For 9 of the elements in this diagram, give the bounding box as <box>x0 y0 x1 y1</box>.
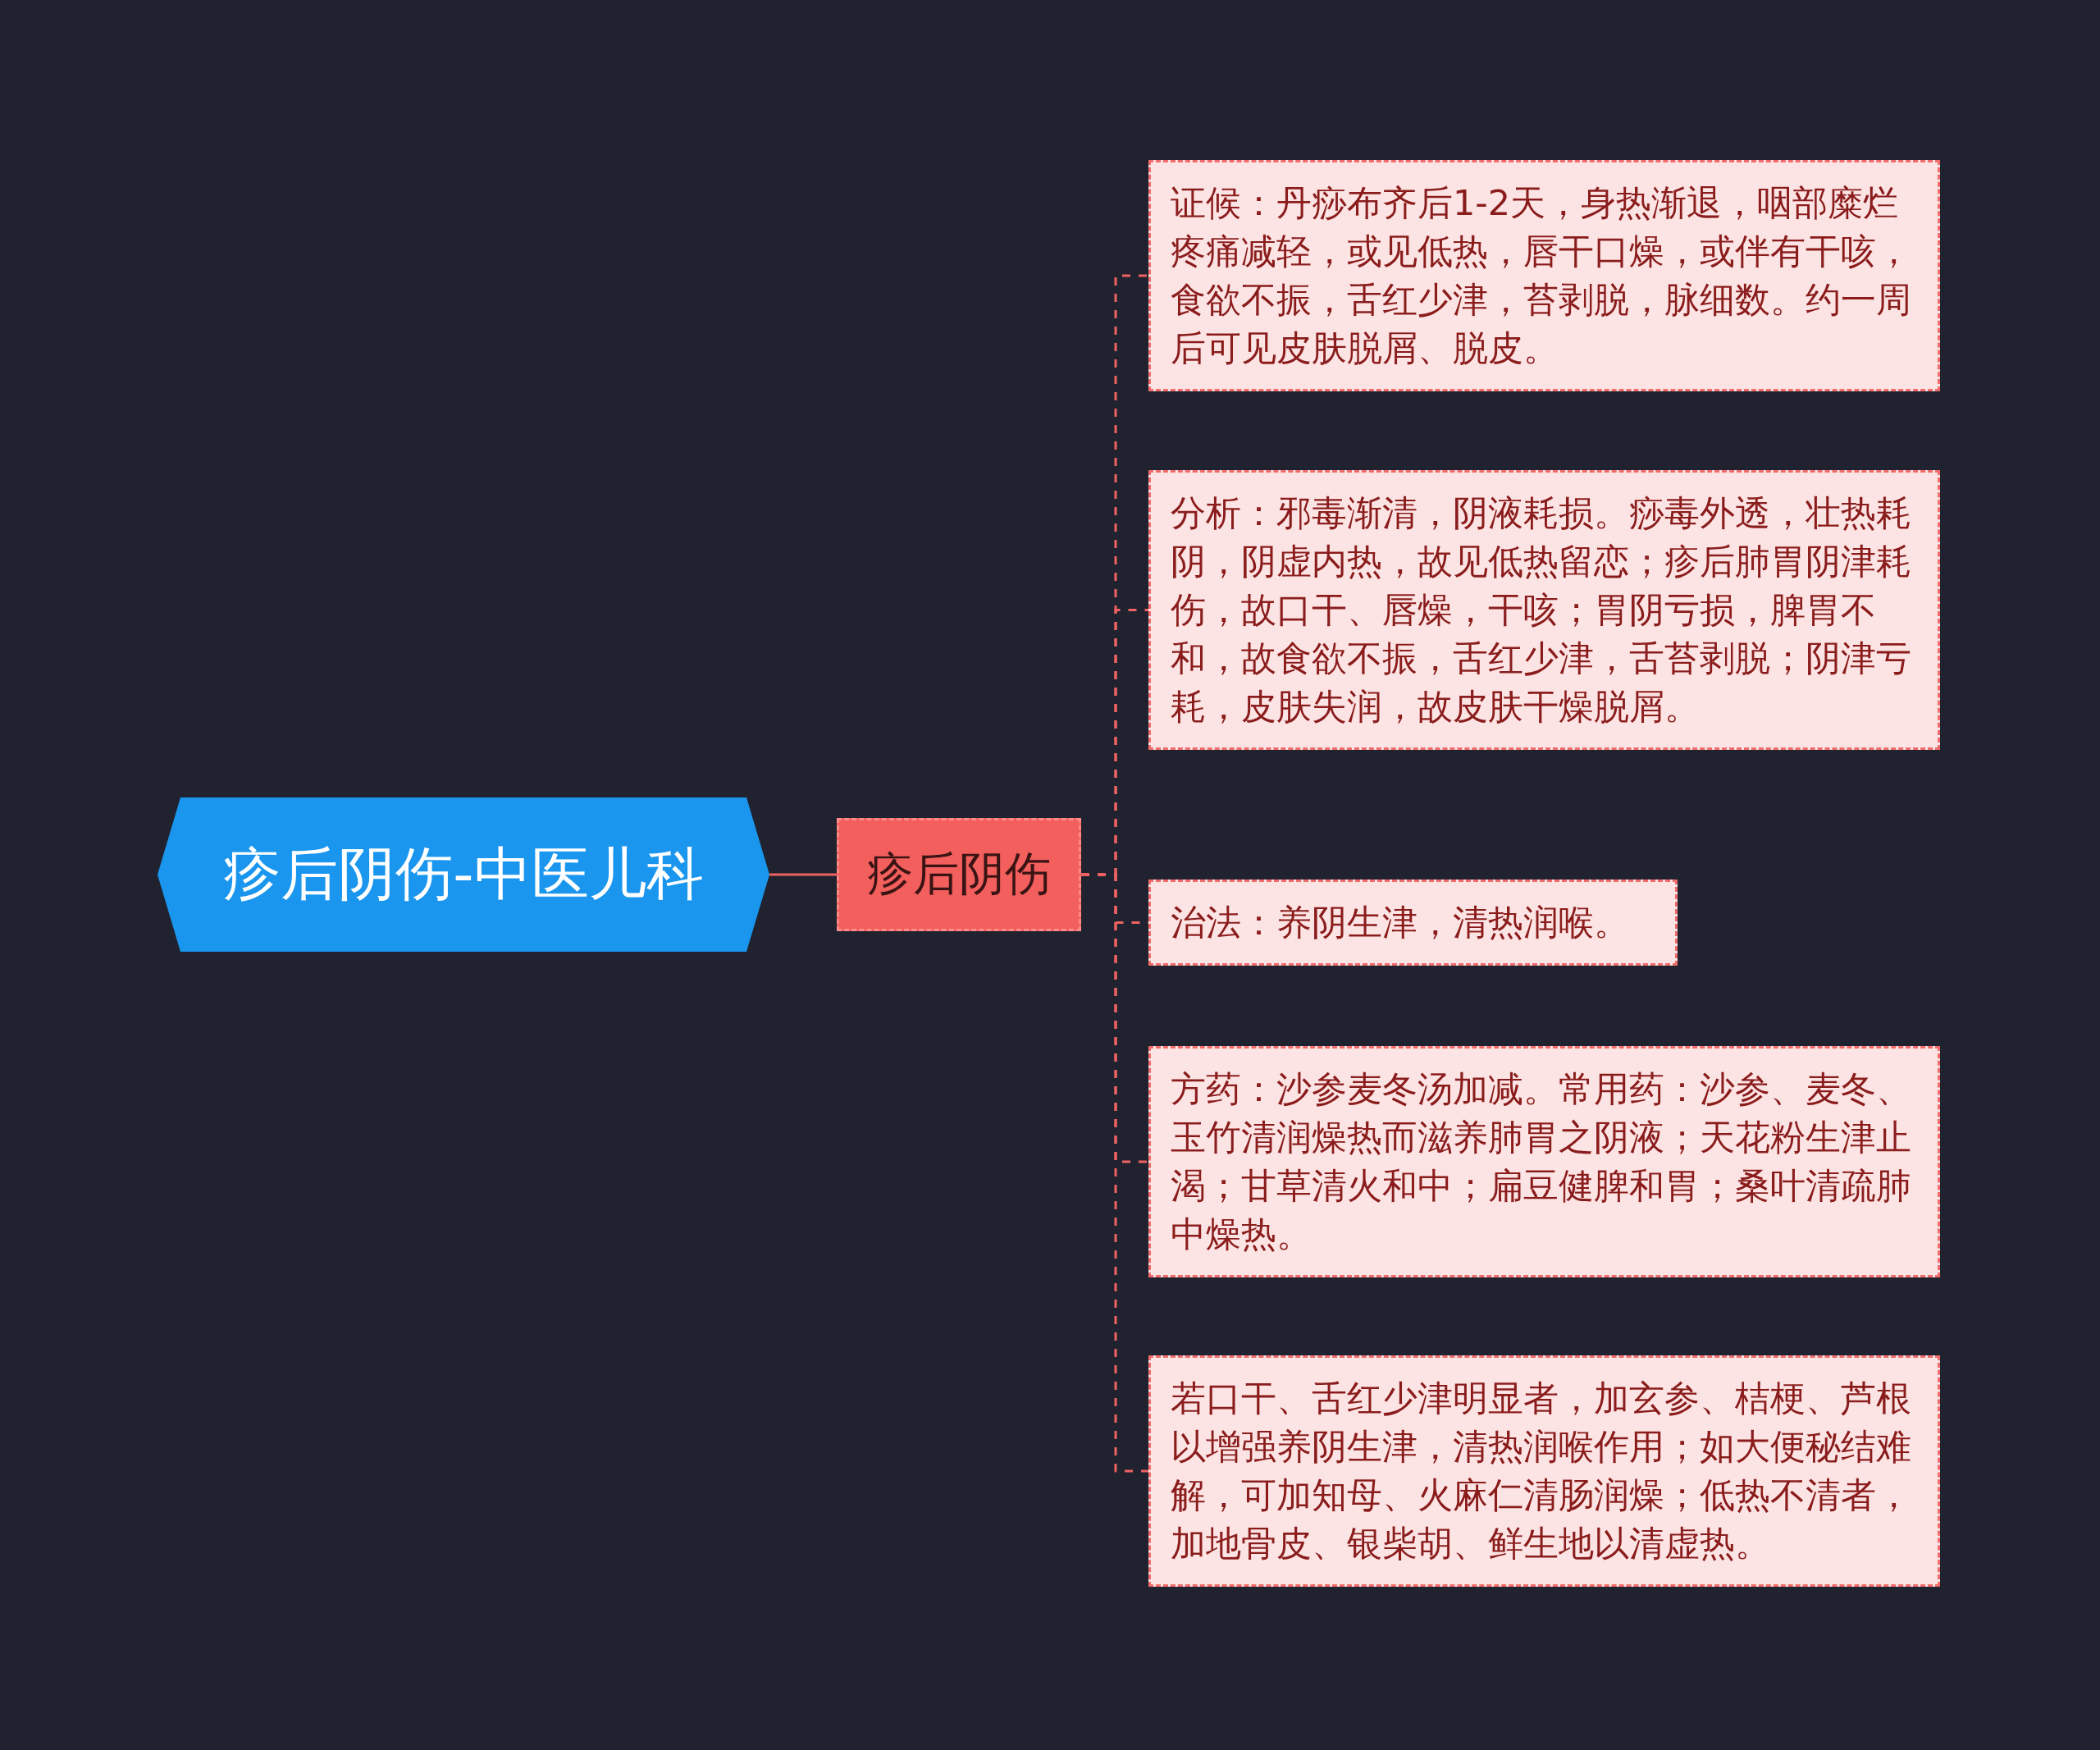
note-box: 方药：沙参麦冬汤加减。常用药：沙参、麦冬、玉竹清润燥热而滋养肺胃之阴液；天花粉生津止渴；甘草清火和中；扁豆健脾和胃；桑叶清疏肺中燥热。 <box>1148 1046 1940 1277</box>
note-box: 分析：邪毒渐清，阴液耗损。痧毒外透，壮热耗阴，阴虚内热，故见低热留恋；疹后肺胃阴津耗伤，故口干、唇燥，干咳；胃阴亏损，脾胃不和，故食欲不振，舌红少津，舌苔剥脱；阴津亏耗，皮肤失润，故皮肤干燥脱屑。 <box>1148 470 1940 750</box>
connector-line <box>1081 873 1148 1473</box>
note-box: 若口干、舌红少津明显者，加玄参、桔梗、芦根以增强养阴生津，清热润喉作用；如大便秘结难解，可加知母、火麻仁清肠润燥；低热不清者，加地骨皮、银柴胡、鲜生地以清虚热。 <box>1148 1355 1940 1587</box>
branch-box: 疹后阴伤 <box>837 818 1081 931</box>
note-box: 治法：养阴生津，清热润喉。 <box>1148 880 1678 966</box>
topic-title: 疹后阴伤-中医儿科 <box>223 839 704 909</box>
connector-line <box>769 873 837 876</box>
note-box: 证候：丹痧布齐后1-2天，身热渐退，咽部糜烂疼痛减轻，或见低热，唇干口燥，或伴有干咳，食欲不振，舌红少津，苔剥脱，脉细数。约一周后可见皮肤脱屑、脱皮。 <box>1148 160 1940 391</box>
